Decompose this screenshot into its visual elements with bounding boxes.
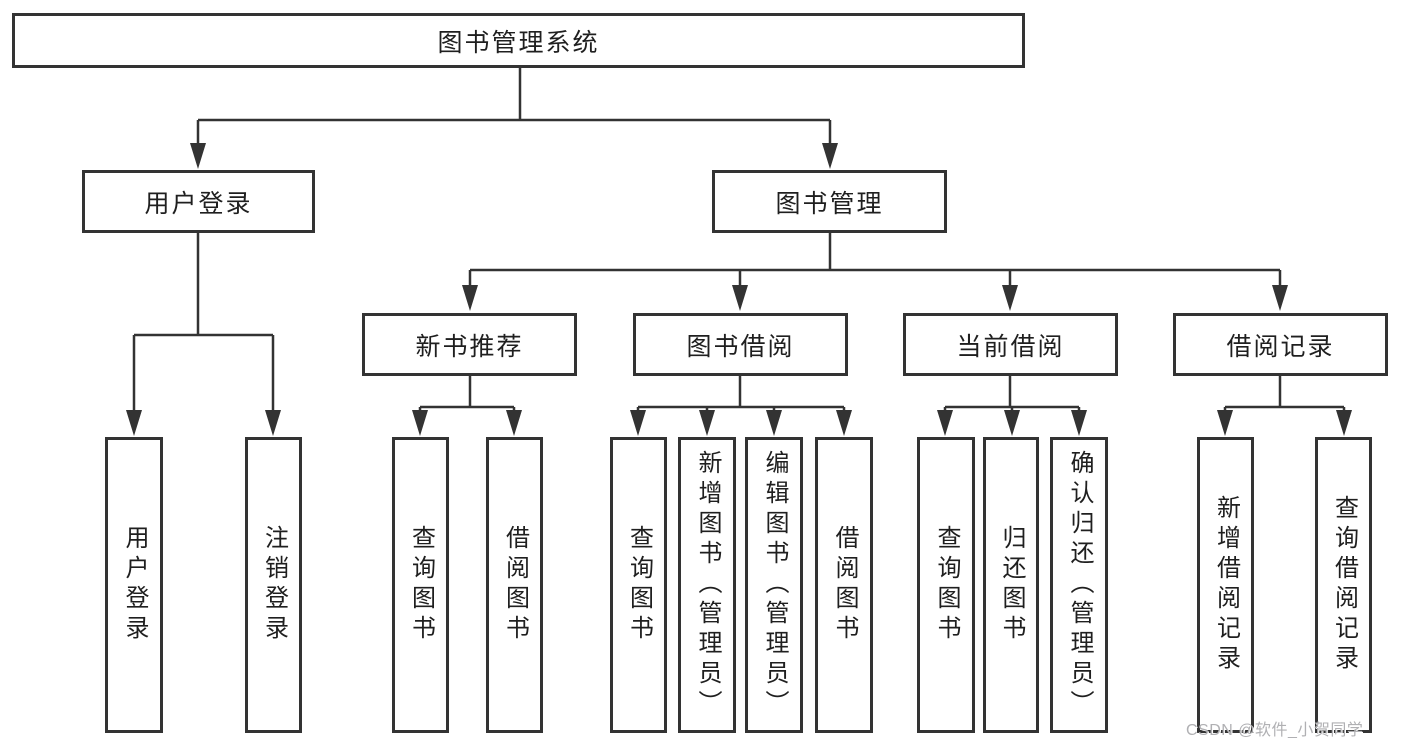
node-label: 归还图书: [998, 525, 1025, 645]
leaf-logout: 注销登录: [245, 437, 302, 733]
node-user-login: 用户登录: [82, 170, 315, 233]
node-label: 借阅图书: [831, 525, 858, 645]
node-label: 查询借阅记录: [1330, 495, 1358, 675]
node-label: 确认归还（管理员）: [1066, 450, 1093, 720]
node-new-book-recommendation: 新书推荐: [362, 313, 577, 376]
node-label: 新增借阅记录: [1212, 495, 1240, 675]
leaf-current-query-books: 查询图书: [917, 437, 975, 733]
leaf-recommend-borrow-books: 借阅图书: [486, 437, 543, 733]
arrowheads: [126, 143, 1352, 436]
leaf-current-return-books: 归还图书: [983, 437, 1039, 733]
node-label: 图书借阅: [686, 332, 795, 361]
leaf-borrowing-query-books: 查询图书: [610, 437, 667, 733]
node-label: 借阅记录: [1226, 332, 1335, 361]
node-label: 借阅图书: [501, 525, 529, 645]
node-label: 当前借阅: [956, 332, 1065, 361]
node-label: 新增图书（管理员）: [694, 450, 721, 720]
node-borrowing-records: 借阅记录: [1173, 313, 1388, 376]
node-current-borrowing: 当前借阅: [903, 313, 1118, 376]
node-label: 查询图书: [933, 525, 960, 645]
node-label: 用户登录: [121, 525, 148, 645]
node-library-management-system: 图书管理系统: [12, 13, 1025, 68]
node-label: 注销登录: [260, 525, 288, 645]
node-label: 图书管理系统: [437, 28, 600, 57]
node-book-management: 图书管理: [712, 170, 947, 233]
leaf-records-query-borrow-record: 查询借阅记录: [1315, 437, 1372, 733]
node-label: 用户登录: [144, 189, 253, 218]
leaf-records-add-borrow-record: 新增借阅记录: [1197, 437, 1254, 733]
node-label: 编辑图书（管理员）: [761, 450, 788, 720]
node-book-borrowing: 图书借阅: [633, 313, 848, 376]
leaf-current-confirm-return-admin: 确认归还（管理员）: [1050, 437, 1108, 733]
node-label: 查询图书: [625, 525, 653, 645]
leaf-borrowing-borrow-books: 借阅图书: [815, 437, 873, 733]
leaf-user-login: 用户登录: [105, 437, 163, 733]
leaf-borrowing-add-book-admin: 新增图书（管理员）: [678, 437, 736, 733]
watermark-csdn: CSDN @软件_小贺同学: [1186, 722, 1364, 739]
node-label: 图书管理: [775, 189, 884, 218]
node-label: 新书推荐: [415, 332, 524, 361]
node-label: 查询图书: [407, 525, 435, 645]
leaf-borrowing-edit-book-admin: 编辑图书（管理员）: [745, 437, 803, 733]
leaf-recommend-query-books: 查询图书: [392, 437, 449, 733]
